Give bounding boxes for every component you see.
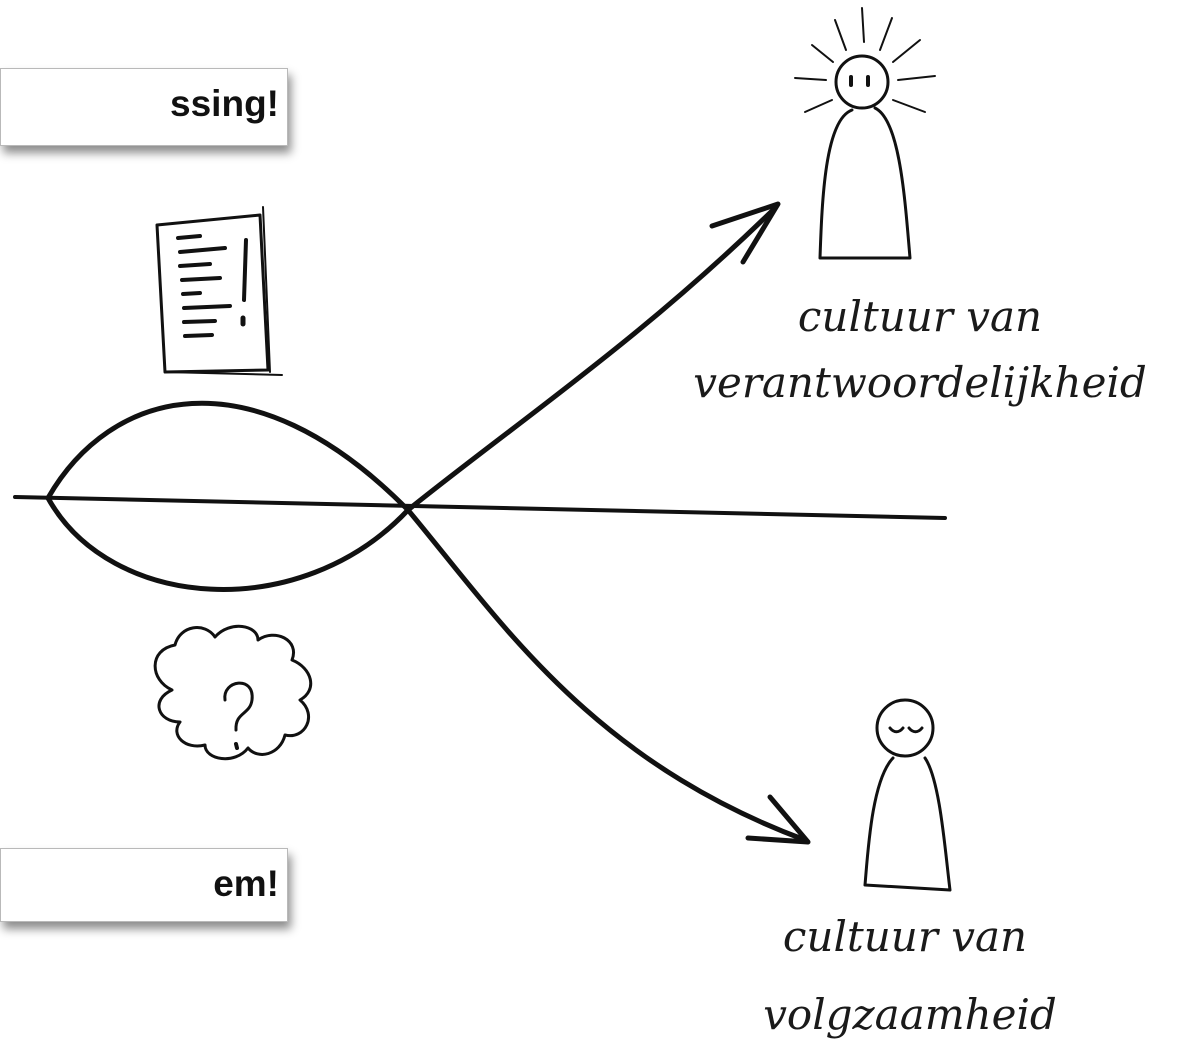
lower-lobe-curve: [45, 495, 411, 592]
document-exclamation-icon: [155, 206, 283, 376]
arrow-up-shaft: [405, 205, 778, 513]
horizontal-axis-line: [13, 495, 947, 520]
callout-top-text: ssing!: [170, 83, 279, 124]
responsibility-label-line1: cultuur van: [797, 292, 1043, 341]
sleepy-person-icon: [863, 698, 952, 892]
compliance-label-line2: volgzaamheid: [763, 990, 1057, 1039]
callout-bottom-text: em!: [213, 863, 279, 904]
callout-box-bottom: em!: [0, 848, 288, 922]
arrow-down-shaft: [405, 507, 808, 843]
upper-lobe-curve: [45, 400, 411, 513]
question-cloud-icon: [153, 624, 313, 761]
responsibility-label-line2: verantwoordelijkheid: [693, 358, 1147, 407]
callout-box-top: ssing!: [0, 68, 288, 146]
arrow-up-head: [709, 201, 781, 265]
compliance-label-line1: cultuur van: [782, 912, 1028, 961]
arrow-down-head: [745, 794, 811, 845]
enlightened-person-icon: [794, 7, 936, 260]
